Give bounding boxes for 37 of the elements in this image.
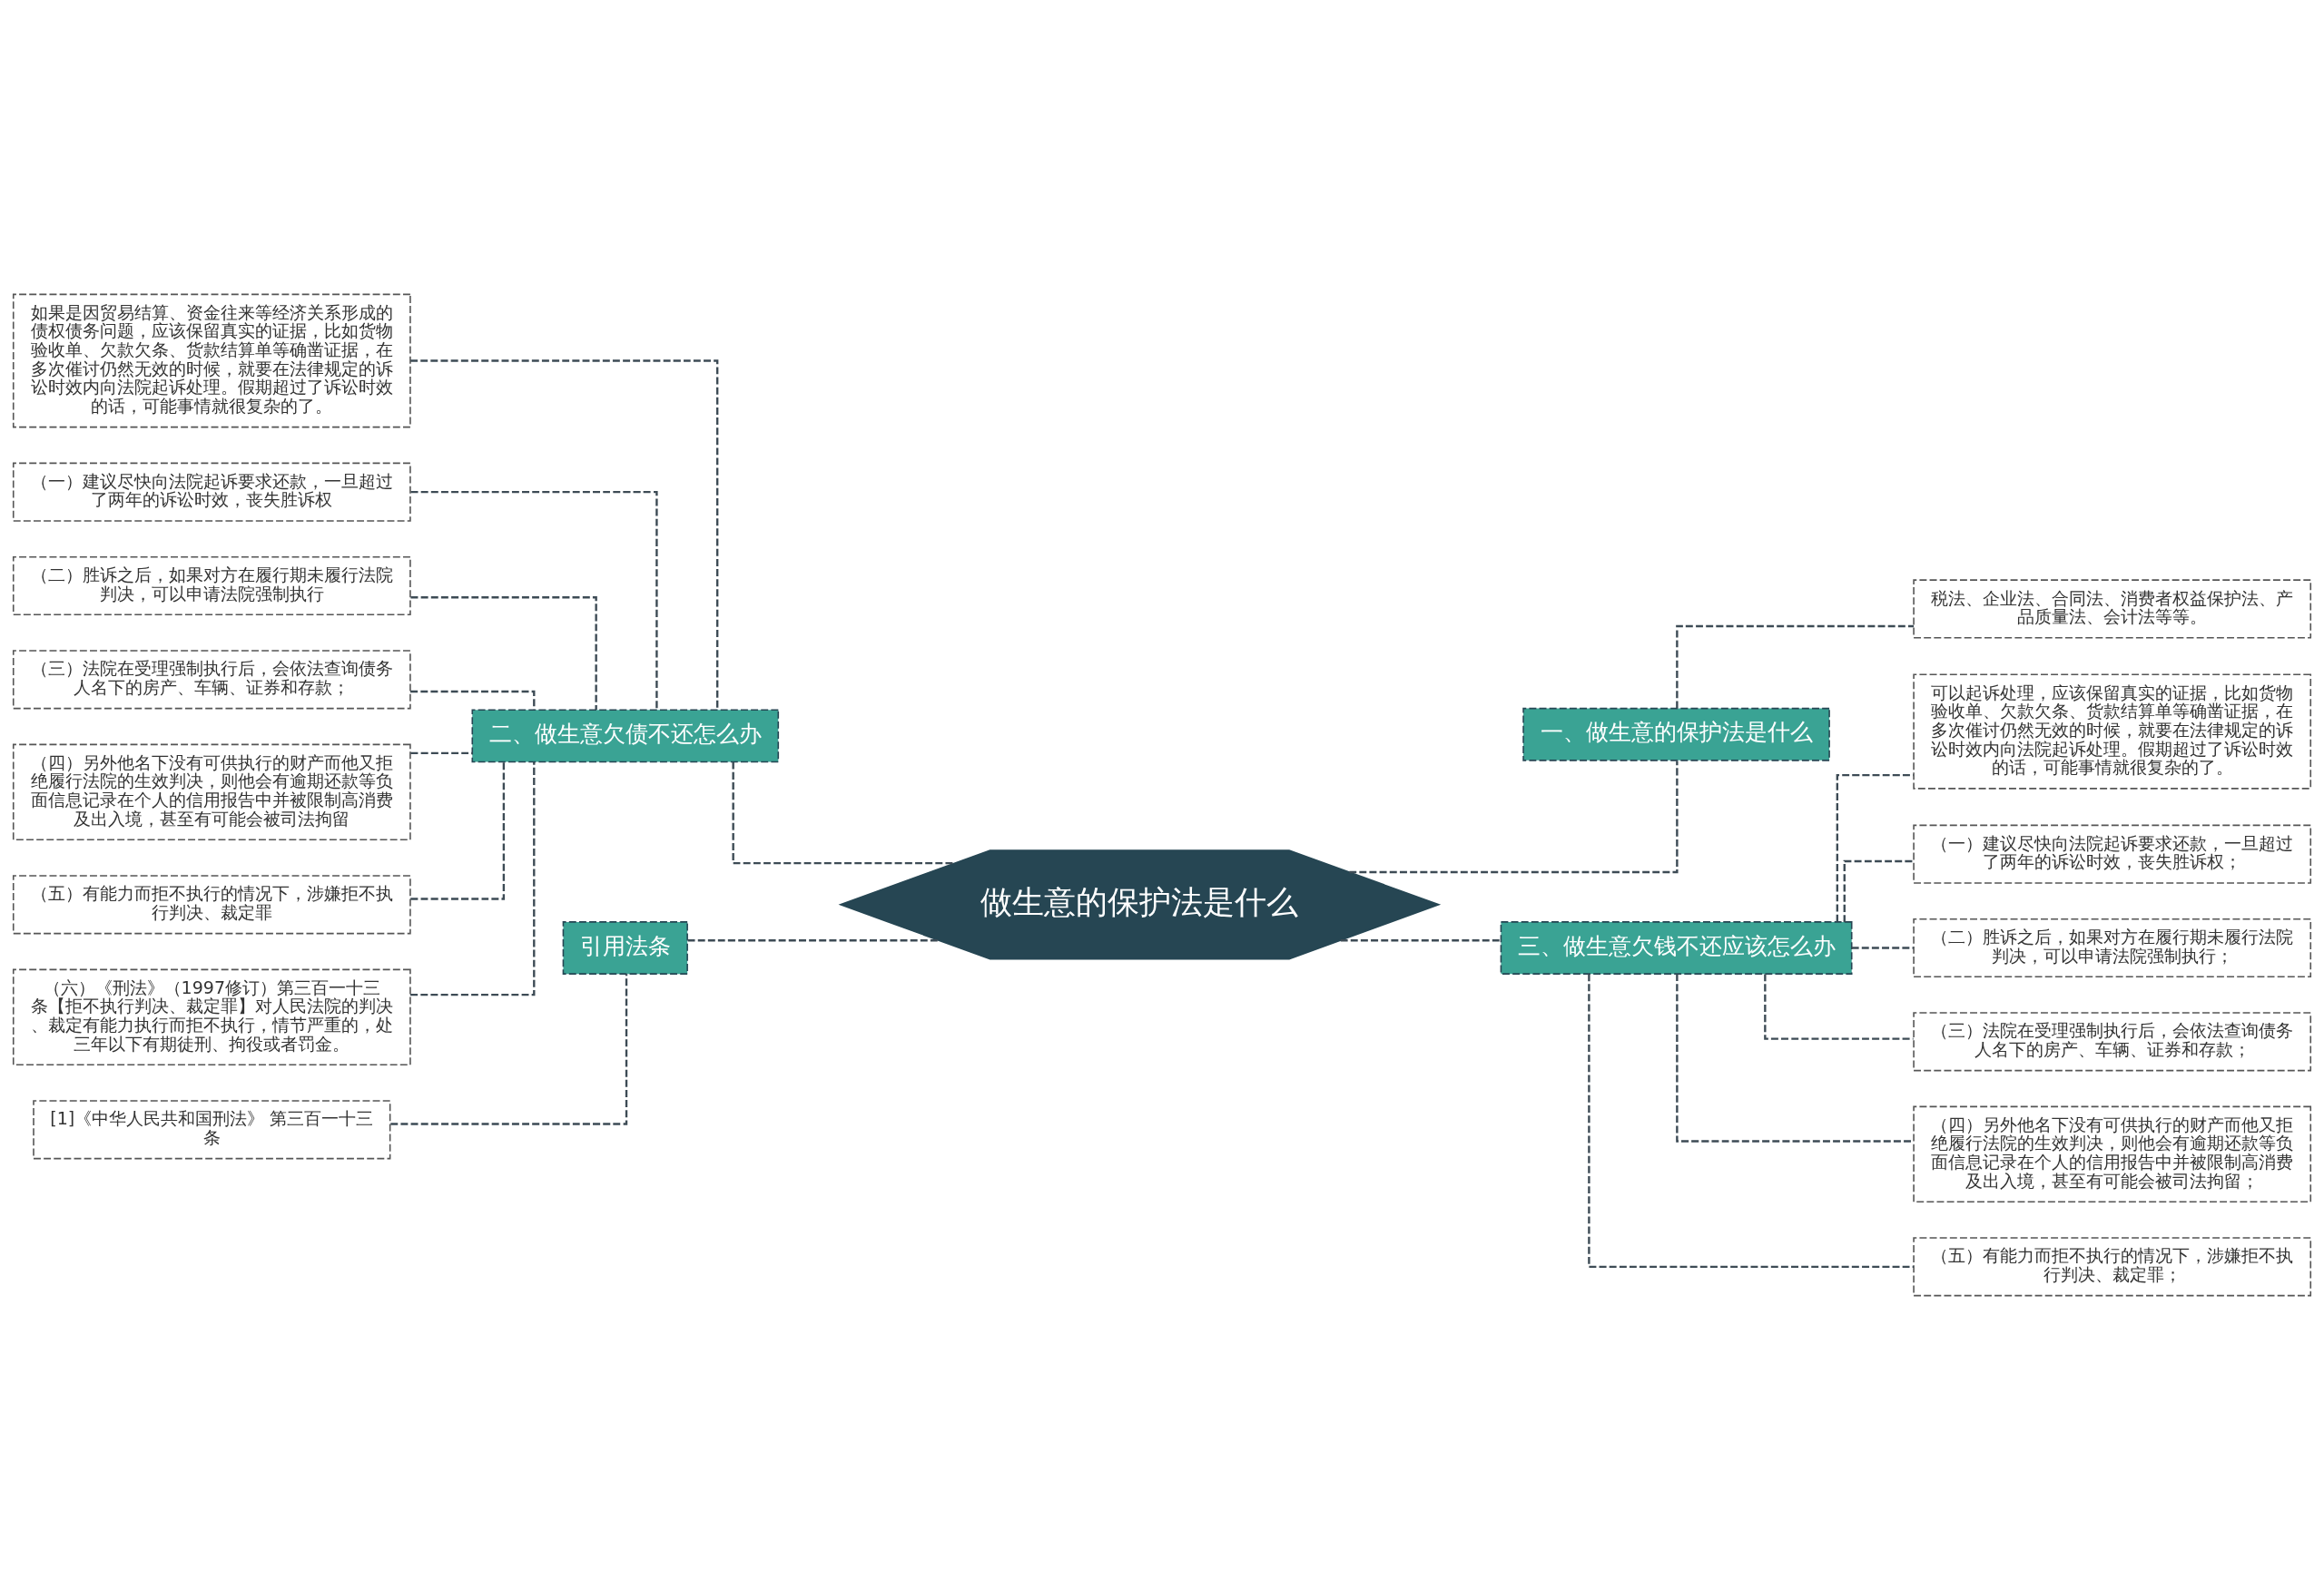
connector xyxy=(390,974,628,1125)
connector xyxy=(1340,939,1502,942)
connector xyxy=(1676,974,1915,1143)
connector xyxy=(1764,974,1914,1040)
node-box: [1]《中华人民共和国刑法》 第三百一十三条 xyxy=(33,1100,391,1160)
connector xyxy=(410,751,473,755)
node-box: 三、做生意欠钱不还应该怎么办 xyxy=(1500,921,1853,975)
connector xyxy=(1588,974,1914,1269)
connector xyxy=(1843,859,1914,922)
connector xyxy=(1836,773,1914,922)
node-box: 二、做生意欠债不还怎么办 xyxy=(471,709,780,763)
connector xyxy=(410,490,658,711)
node-box: 可以起诉处理，应该保留真实的证据，比如货物验收单、欠款欠条、货款结算单等确凿证据，在多次催讨仍然无效的时候，就要在法律规定的诉讼时效内向法院起诉处理。假期超过了诉讼时效的话，可能事情就很复杂的了。 xyxy=(1913,673,2312,790)
connector xyxy=(1851,947,1914,949)
node-box: （一）建议尽快向法院起诉要求还款，一旦超过了两年的诉讼时效，丧失胜诉权 xyxy=(12,462,411,522)
node-box: 一、做生意的保护法是什么 xyxy=(1522,707,1830,761)
node-box: （六）《刑法》（1997修订）第三百一十三条【拒不执行判决、裁定罪】对人民法院的判决、裁定有能力执行而拒不执行，情节严重的，处三年以下有期徒刑、拘役或者罚金。 xyxy=(12,968,411,1066)
node-box: （二）胜诉之后，如果对方在履行期未履行法院判决，可以申请法院强制执行； xyxy=(1913,918,2312,978)
connector xyxy=(410,761,536,996)
node-box: （二）胜诉之后，如果对方在履行期未履行法院判决，可以申请法院强制执行 xyxy=(12,555,411,616)
connector xyxy=(1349,761,1679,874)
node-box: （四）另外他名下没有可供执行的财产而他又拒绝履行法院的生效判决，则他会有逾期还款等负面信息记录在个人的信用报告中并被限制高消费及出入境，甚至有可能会被司法拘留； xyxy=(1913,1105,2312,1203)
connector xyxy=(410,761,506,900)
node-box: （五）有能力而拒不执行的情况下，涉嫌拒不执行判决、裁定罪； xyxy=(1913,1237,2312,1297)
node-box: （三）法院在受理强制执行后，会依法查询债务人名下的房产、车辆、证券和存款； xyxy=(12,650,411,710)
connector xyxy=(732,761,955,865)
connector xyxy=(410,596,597,711)
node-box: （五）有能力而拒不执行的情况下，涉嫌拒不执行判决、裁定罪 xyxy=(12,875,411,935)
node-box: （三）法院在受理强制执行后，会依法查询债务人名下的房产、车辆、证券和存款； xyxy=(1913,1012,2312,1072)
node-box: 税法、企业法、合同法、消费者权益保护法、产品质量法、会计法等等。 xyxy=(1913,579,2312,639)
connector xyxy=(1676,624,1915,709)
connector xyxy=(410,359,719,710)
node-box: 引用法条 xyxy=(562,921,688,975)
node-box: 如果是因贸易结算、资金往来等经济关系形成的债权债务问题，应该保留真实的证据，比如货物验收单、欠款欠条、货款结算单等确凿证据，在多次催讨仍然无效的时候，就要在法律规定的诉讼时效内向法院起诉处理。假期超过了诉讼时效的话，可能事情就很复杂的了。 xyxy=(12,293,411,428)
connector xyxy=(687,939,940,942)
node-box: （一）建议尽快向法院起诉要求还款，一旦超过了两年的诉讼时效，丧失胜诉权； xyxy=(1913,824,2312,884)
node-box: （四）另外他名下没有可供执行的财产而他又拒绝履行法院的生效判决，则他会有逾期还款等负面信息记录在个人的信用报告中并被限制高消费及出入境，甚至有可能会被司法拘留 xyxy=(12,743,411,841)
